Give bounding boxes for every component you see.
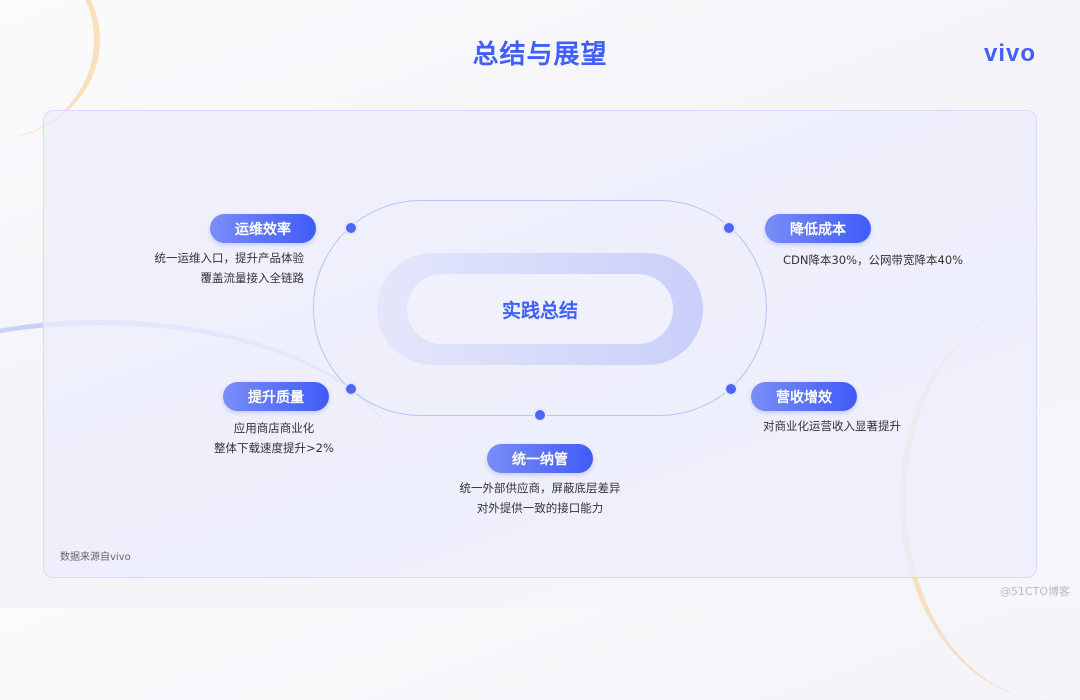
node-dot [346, 384, 356, 394]
desc-line: 对外提供一致的接口能力 [476, 501, 604, 515]
tag-unified-management: 统一纳管 [487, 444, 593, 473]
node-dot [726, 384, 736, 394]
desc-ops-efficiency: 统一运维入口，提升产品体验 覆盖流量接入全链路 [155, 248, 305, 288]
tag-revenue: 营收增效 [751, 382, 857, 411]
node-dot [724, 223, 734, 233]
desc-line: 覆盖流量接入全链路 [200, 271, 305, 285]
desc-line: 应用商店商业化 [233, 421, 315, 435]
center-label: 实践总结 [407, 274, 673, 344]
page-title: 总结与展望 [472, 40, 608, 70]
data-source-note: 数据来源自vivo [60, 552, 131, 563]
node-dot [346, 223, 356, 233]
desc-revenue: 对商业化运营收入显著提升 [763, 416, 901, 436]
desc-unified-management: 统一外部供应商，屏蔽底层差异 对外提供一致的接口能力 [440, 478, 640, 518]
watermark: @51CTO博客 [999, 585, 1070, 598]
desc-reduce-cost: CDN降本30%，公网带宽降本40% [783, 250, 963, 270]
tag-reduce-cost: 降低成本 [765, 214, 871, 243]
node-dot [535, 410, 545, 420]
desc-improve-quality: 应用商店商业化 整体下载速度提升>2% [204, 418, 344, 458]
desc-line: CDN降本30%，公网带宽降本40% [783, 253, 964, 267]
desc-line: 统一外部供应商，屏蔽底层差异 [459, 481, 621, 495]
desc-line: 统一运维入口，提升产品体验 [154, 251, 305, 265]
tag-improve-quality: 提升质量 [223, 382, 329, 411]
vivo-logo: vivo [983, 40, 1036, 67]
tag-ops-efficiency: 运维效率 [210, 214, 316, 243]
desc-line: 整体下载速度提升>2% [214, 441, 334, 455]
desc-line: 对商业化运营收入显著提升 [763, 419, 901, 433]
